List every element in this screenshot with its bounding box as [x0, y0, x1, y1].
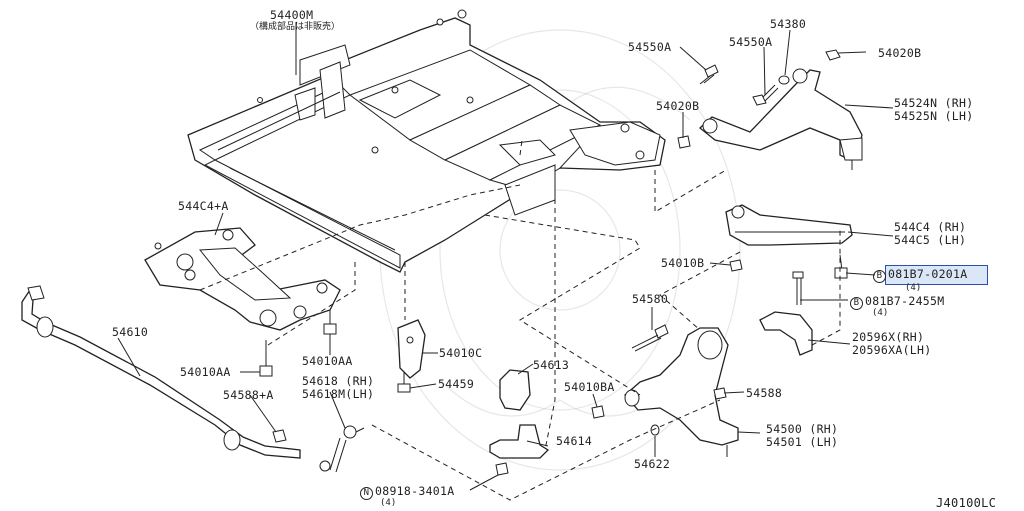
diagram-id: J40100LC [936, 496, 997, 510]
label-54618[interactable]: 54618 (RH) [302, 374, 375, 388]
prefix-mark-b-2: B [850, 297, 863, 310]
label-20596X[interactable]: 20596X(RH) [852, 330, 925, 344]
label-54501[interactable]: 54501 (LH) [766, 435, 839, 449]
label-54010AA[interactable]: 54010AA [180, 365, 231, 379]
label-20596XA[interactable]: 20596XA(LH) [852, 343, 932, 357]
bracket-20596X[interactable] [759, 311, 813, 356]
stabilizer-link-54618[interactable] [319, 425, 365, 473]
qty-081B7-2455M: (4) [872, 308, 889, 318]
label-08918-text: 08918-3401A [375, 484, 455, 498]
compression-rod-544C4[interactable] [725, 204, 853, 246]
label-081B7-2455M-text: 081B7-2455M [865, 294, 945, 308]
label-544C5[interactable]: 544C5 (LH) [894, 233, 967, 247]
bolt-54588A[interactable] [272, 429, 287, 443]
label-54010BA[interactable]: 54010BA [564, 380, 615, 394]
nut-08918[interactable] [495, 462, 509, 476]
nut-54020B[interactable] [825, 49, 841, 61]
bush-54613[interactable] [499, 369, 531, 411]
label-54010C[interactable]: 54010C [439, 346, 483, 360]
label-54525N[interactable]: 54525N (LH) [894, 109, 974, 123]
label-54010AA-2[interactable]: 54010AA [302, 354, 353, 368]
bolt-54550A[interactable] [699, 64, 719, 85]
label-54524N[interactable]: 54524N (RH) [894, 96, 974, 110]
bolt-54010AA[interactable] [259, 340, 273, 377]
nut-54020B-2[interactable] [677, 135, 691, 149]
label-54614[interactable]: 54614 [556, 434, 593, 448]
label-non-sale-note: （構成部品は非販売） [250, 22, 341, 32]
nut-54010B[interactable] [729, 259, 743, 272]
label-54588[interactable]: 54588 [746, 386, 783, 400]
label-54613[interactable]: 54613 [533, 358, 570, 372]
bolt-54550A-2[interactable] [752, 84, 779, 106]
upper-link-54524N[interactable] [699, 68, 863, 170]
label-544C4A[interactable]: 544C4+A [178, 199, 229, 213]
label-54020B[interactable]: 54020B [878, 46, 922, 60]
assembly-guide-lines [199, 139, 841, 501]
label-54580[interactable]: 54580 [632, 292, 669, 306]
label-54618M[interactable]: 54618M(LH) [302, 387, 375, 401]
stabilizer-bar-54610[interactable] [21, 285, 301, 459]
prefix-mark-n: N [360, 487, 373, 500]
label-54588A[interactable]: 54588+A [223, 388, 274, 402]
prefix-mark-b: B [873, 270, 886, 283]
member-544C4A[interactable] [144, 227, 341, 331]
bracket-54010C[interactable] [397, 319, 426, 379]
bolt-081B7-0201A[interactable] [834, 254, 848, 279]
clamp-54614[interactable] [489, 424, 550, 459]
qty-08918-3401A: (4) [380, 498, 397, 508]
label-54550A[interactable]: 54550A [628, 40, 672, 54]
label-54020B-2[interactable]: 54020B [656, 99, 700, 113]
label-54459[interactable]: 54459 [438, 377, 475, 391]
label-54400M[interactable]: 54400M [270, 8, 314, 22]
label-54610[interactable]: 54610 [112, 325, 149, 339]
bolt-54010AA-2[interactable] [323, 310, 337, 335]
washer-54380[interactable] [778, 75, 790, 85]
label-54380[interactable]: 54380 [770, 17, 807, 31]
label-54622[interactable]: 54622 [634, 457, 671, 471]
nut-54588[interactable] [713, 387, 727, 400]
washer-54622[interactable] [650, 424, 660, 436]
front-subframe-54400M[interactable] [187, 9, 666, 273]
leader-lines [117, 22, 894, 491]
bolt-54580[interactable] [631, 324, 669, 352]
bolt-54459[interactable] [397, 372, 411, 393]
label-54500[interactable]: 54500 (RH) [766, 422, 839, 436]
label-544C4[interactable]: 544C4 (RH) [894, 220, 967, 234]
label-54550A-2[interactable]: 54550A [729, 35, 773, 49]
nut-54010BA[interactable] [591, 405, 605, 419]
label-54010B[interactable]: 54010B [661, 256, 705, 270]
qty-081B7-0201A: (4) [905, 283, 922, 293]
label-081B7-0201A-text: 081B7-0201A [888, 267, 968, 281]
